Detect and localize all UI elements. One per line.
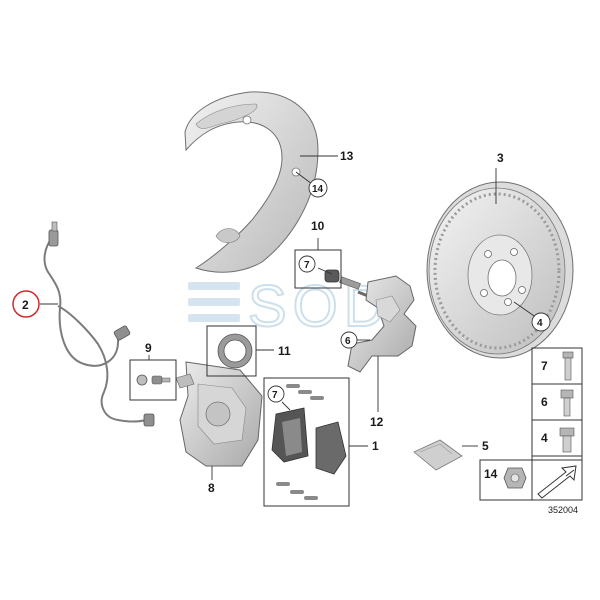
callout-labels: 13 14 3 4 2 10 7 6 11 9 12 1 5 8 7 7 6 4… [12, 149, 578, 515]
label-8: 8 [208, 481, 215, 495]
legend-guide-pin-4-icon [559, 427, 575, 453]
label-3: 3 [497, 151, 504, 165]
label-2: 2 [22, 298, 29, 312]
label-11: 11 [278, 344, 291, 358]
legend-label-4: 4 [541, 431, 548, 445]
label-1: 1 [372, 439, 379, 453]
label-4-disc: 4 [537, 318, 543, 329]
piston-seal [217, 333, 253, 369]
highlight-circle [12, 290, 40, 318]
brake-pad-set [271, 384, 347, 500]
legend-bolt-6-icon [560, 389, 574, 417]
label-10: 10 [311, 219, 325, 233]
label-13: 13 [340, 149, 354, 163]
watermark-text: SOD [248, 274, 392, 339]
watermark: SOD [188, 273, 392, 340]
wear-sensor [43, 221, 155, 427]
legend-bolt-7-icon [562, 351, 574, 381]
legend-label-7: 7 [541, 359, 548, 373]
grease-packet [413, 439, 463, 471]
drawing-number: 352004 [548, 505, 578, 515]
legend-nut-14-icon [503, 467, 527, 489]
label-12: 12 [370, 415, 384, 429]
legend-label-6: 6 [541, 395, 548, 409]
arrow-icon [537, 465, 577, 499]
legend-label-14: 14 [484, 467, 498, 481]
watermark-logo-icon [188, 282, 240, 322]
leader-lines [40, 155, 541, 480]
brake-disc [426, 181, 574, 359]
caliper-carrier [347, 275, 417, 373]
label-6-carrier: 6 [345, 336, 351, 347]
dust-shield [184, 91, 319, 273]
fastener-legend [479, 347, 583, 501]
label-14-shield: 14 [312, 184, 324, 195]
label-7-pads: 7 [272, 390, 278, 401]
label-9: 9 [145, 341, 152, 355]
label-5: 5 [482, 439, 489, 453]
label-7-bolt: 7 [304, 260, 310, 271]
brake-caliper [175, 361, 263, 467]
bleeder-screw-set [136, 374, 171, 386]
